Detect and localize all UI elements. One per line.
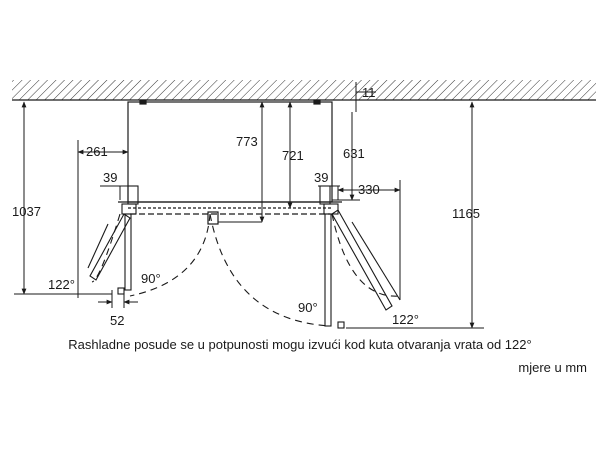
dimension-lines	[14, 82, 484, 329]
dim-1165: 1165	[452, 206, 480, 221]
dim-1037: 1037	[12, 204, 41, 219]
dim-330: 330	[358, 182, 380, 197]
units-note: mjere u mm	[518, 360, 587, 375]
dim-wall-gap: 11	[362, 85, 376, 100]
door-swing-arcs	[91, 213, 401, 327]
right-door	[324, 209, 401, 329]
fridge-cabinet	[118, 99, 342, 225]
dim-631: 631	[343, 146, 365, 161]
dim-773: 773	[236, 134, 258, 149]
angle-left-90: 90°	[141, 271, 161, 286]
dim-721: 721	[282, 148, 304, 163]
left-door	[87, 213, 132, 295]
dim-39-right: 39	[314, 170, 328, 185]
dim-52: 52	[110, 313, 124, 328]
diagram-caption: Rashladne posude se u potpunosti mogu iz…	[68, 337, 532, 352]
dim-261: 261	[86, 144, 108, 159]
wall	[12, 80, 596, 101]
dim-39-left: 39	[103, 170, 117, 185]
angle-right-122: 122°	[392, 312, 419, 327]
angle-right-90: 90°	[298, 300, 318, 315]
left-hinge	[121, 185, 139, 215]
angle-left-122: 122°	[48, 277, 75, 292]
